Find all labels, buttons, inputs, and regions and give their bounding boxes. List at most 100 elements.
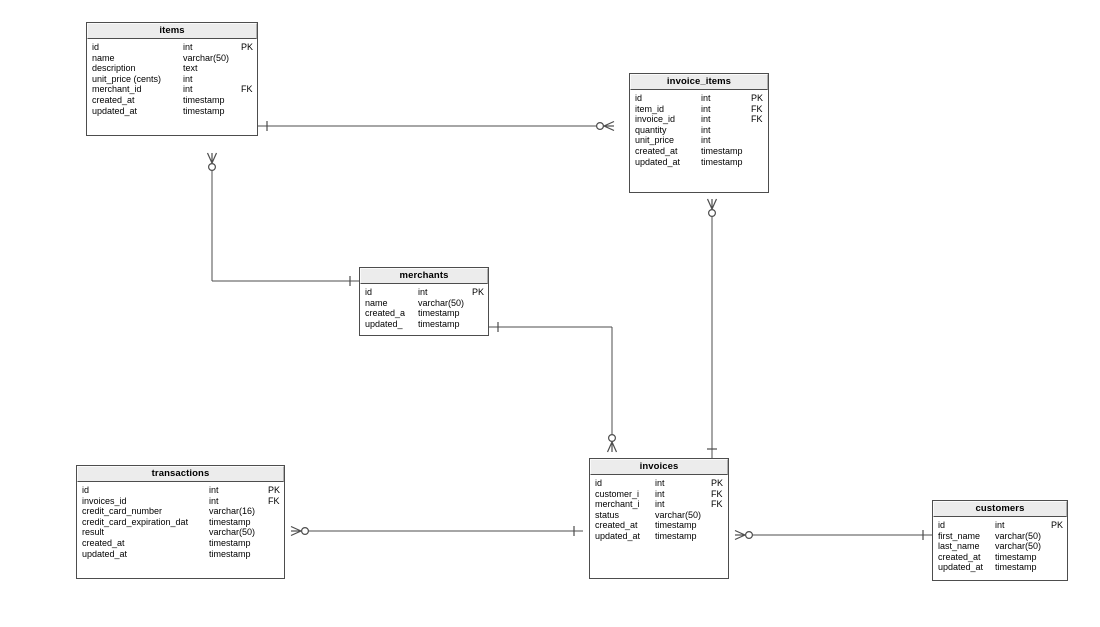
er-column-name: first_name [938, 530, 981, 541]
er-column-name: unit_price (cents) [92, 73, 162, 84]
er-column-row: merchant_i int FK [590, 499, 728, 510]
er-column-type: timestamp [418, 318, 460, 329]
er-column-key-badge: PK [472, 287, 485, 297]
er-column-name: last_name [938, 541, 980, 552]
er-column-name: created_at [938, 551, 981, 562]
er-column-name: invoices_id [82, 495, 127, 506]
er-column-name: id [635, 93, 643, 103]
er-column-type: int [995, 520, 1005, 530]
crowsfoot-prong [211, 152, 218, 164]
er-column-type: timestamp [655, 520, 697, 531]
er-column-name: item_id [635, 103, 665, 114]
er-column-row: created_at timestamp [87, 95, 257, 106]
er-column-type: varchar(16) [209, 506, 256, 517]
er-column-key-badge: FK [268, 495, 280, 506]
er-table-customers[interactable]: customers id int PK first_name varchar(50) las… [932, 500, 1068, 581]
er-column-key-badge: PK [1051, 520, 1064, 530]
er-column-name: customer_i [595, 488, 640, 499]
er-column-type: timestamp [995, 562, 1037, 573]
er-column-name: created_a [365, 308, 406, 319]
er-table-columns-merchants: id int PK name varchar(50) created_a timestamp… [360, 284, 488, 329]
er-column-name: merchant_i [595, 499, 640, 510]
er-column-row: first_name varchar(50) [933, 531, 1067, 542]
er-column-name: result [82, 527, 105, 538]
er-column-key-badge: FK [711, 488, 723, 499]
er-column-type: timestamp [209, 516, 251, 527]
er-column-name: id [92, 42, 100, 52]
er-column-type: int [209, 495, 219, 506]
crowsfoot-prong [603, 125, 615, 132]
er-column-type: text [183, 63, 198, 74]
crowsfoot-prong [206, 152, 213, 164]
er-column-name: id [365, 287, 373, 297]
crowsfoot-prong [711, 198, 718, 210]
cardinality-zero-circle-transactions-invoices-from [301, 526, 310, 535]
er-column-name: updated_ [365, 318, 403, 329]
er-column-type: int [418, 287, 428, 297]
crowsfoot-prong [706, 198, 713, 210]
cardinality-markers [206, 120, 924, 541]
er-column-name: id [938, 520, 946, 530]
er-column-type: timestamp [701, 156, 743, 167]
er-column-name: credit_card_number [82, 506, 163, 517]
er-column-type: int [701, 135, 711, 146]
er-column-name: updated_at [938, 562, 984, 573]
er-column-type: int [655, 499, 665, 510]
crowsfoot-prong [290, 525, 302, 532]
er-column-name: created_at [92, 94, 135, 105]
er-column-row: invoices_id int FK [77, 496, 284, 507]
crowsfoot-prong [603, 120, 615, 127]
er-column-type: int [209, 485, 219, 495]
er-column-name: name [365, 297, 388, 308]
er-column-name: invoice_id [635, 114, 676, 125]
cardinality-zero-circle-invoice_items-invoices-from [707, 209, 716, 218]
er-column-name: credit_card_expiration_dat [82, 516, 189, 527]
er-column-name: merchant_id [92, 84, 142, 95]
connector-lines [211, 125, 932, 536]
er-column-name: description [92, 63, 136, 74]
er-column-type: int [701, 124, 711, 135]
er-column-row: credit_card_expiration_dat timestamp [77, 517, 284, 528]
crowsfoot-prong [734, 534, 746, 541]
er-table-title-customers: customers [933, 501, 1067, 517]
er-column-key-badge: FK [711, 499, 723, 510]
er-column-name: created_at [82, 537, 125, 548]
er-column-name: updated_at [595, 530, 641, 541]
er-column-key-badge: PK [711, 478, 724, 488]
er-column-row: updated_at timestamp [590, 531, 728, 542]
er-column-name: created_at [635, 145, 678, 156]
er-column-row: updated_at timestamp [933, 562, 1067, 573]
er-table-title-items: items [87, 23, 257, 39]
er-column-type: timestamp [183, 94, 225, 105]
er-column-key-badge: PK [751, 93, 764, 103]
er-column-type: int [701, 93, 711, 103]
cardinality-zero-circle-merchants-invoices-to [607, 434, 616, 443]
er-column-type: varchar(50) [995, 530, 1042, 541]
er-column-type: timestamp [183, 105, 225, 116]
er-column-type: timestamp [655, 530, 697, 541]
er-column-type: timestamp [418, 308, 460, 319]
er-column-type: varchar(50) [418, 297, 465, 308]
er-column-name: updated_at [82, 548, 128, 559]
